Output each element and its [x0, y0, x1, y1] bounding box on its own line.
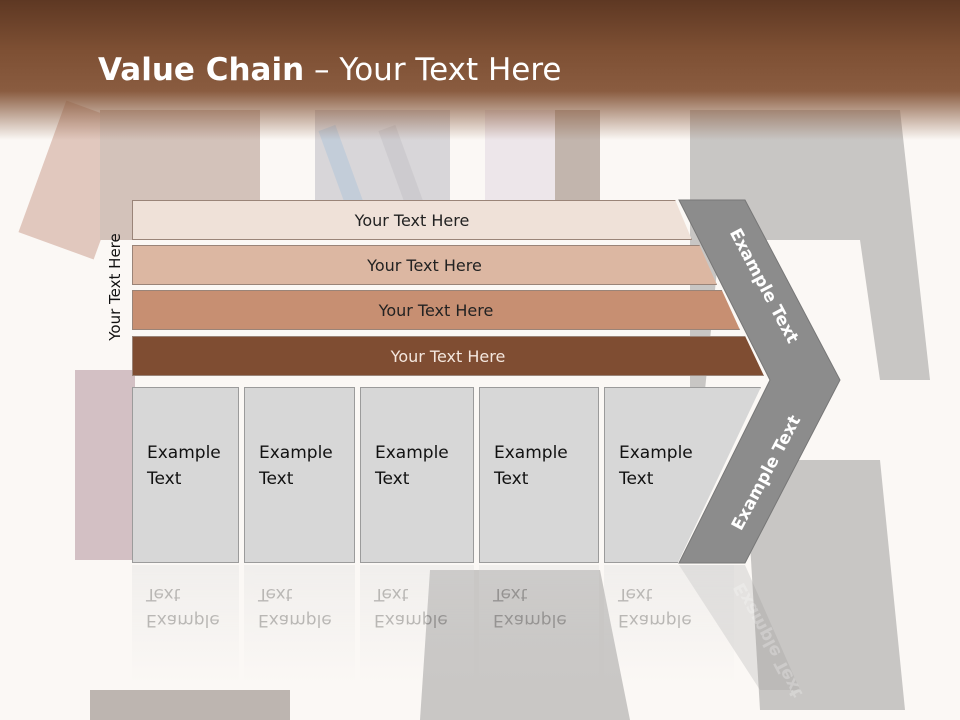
activity-box-5-line1: Example — [619, 443, 693, 463]
title-bar — [0, 0, 960, 140]
activity-box-2-line1: Example — [259, 443, 333, 463]
reflection-1-line1: Example — [146, 610, 220, 630]
slide-title-rest: – Your Text Here — [304, 52, 562, 88]
reflection-3-line1: Example — [374, 610, 448, 630]
activity-box-5-reflection: Example Text — [604, 565, 734, 685]
activity-box-1-reflection: Example Text — [132, 565, 239, 685]
activity-box-5-line2: Text — [619, 469, 654, 489]
reflection-4-line1: Example — [493, 610, 567, 630]
activity-box-4-line1: Example — [494, 443, 568, 463]
reflection-1-line2: Text — [146, 584, 181, 604]
reflection-2-line2: Text — [258, 584, 293, 604]
side-label: Your Text Here — [106, 233, 124, 341]
activity-box-1-line1: Example — [147, 443, 221, 463]
activity-box-2-line2: Text — [259, 469, 294, 489]
activity-box-2: Example Text — [244, 387, 355, 563]
activity-box-4-line2: Text — [494, 469, 529, 489]
reflection-2-line1: Example — [258, 610, 332, 630]
support-bar-4: Your Text Here — [132, 336, 764, 376]
activity-box-1: Example Text — [132, 387, 239, 563]
activity-box-2-reflection: Example Text — [244, 565, 355, 685]
activity-box-3-line2: Text — [375, 469, 410, 489]
support-bar-1: Your Text Here — [132, 200, 692, 240]
activity-box-4: Example Text — [479, 387, 599, 563]
activity-box-3-reflection: Example Text — [360, 565, 474, 685]
slide-title-bold: Value Chain — [98, 52, 305, 88]
support-bar-2: Your Text Here — [132, 245, 717, 285]
activity-box-4-reflection: Example Text — [479, 565, 599, 685]
reflection-5-line2: Text — [618, 584, 653, 604]
slide-title: Value Chain – Your Text Here — [98, 52, 561, 88]
reflection-5-line1: Example — [618, 610, 692, 630]
activity-box-3: Example Text — [360, 387, 474, 563]
activity-box-1-line2: Text — [147, 469, 182, 489]
reflection-4-line2: Text — [493, 584, 528, 604]
reflection-3-line2: Text — [374, 584, 409, 604]
support-bar-3: Your Text Here — [132, 290, 740, 330]
activity-box-3-line1: Example — [375, 443, 449, 463]
